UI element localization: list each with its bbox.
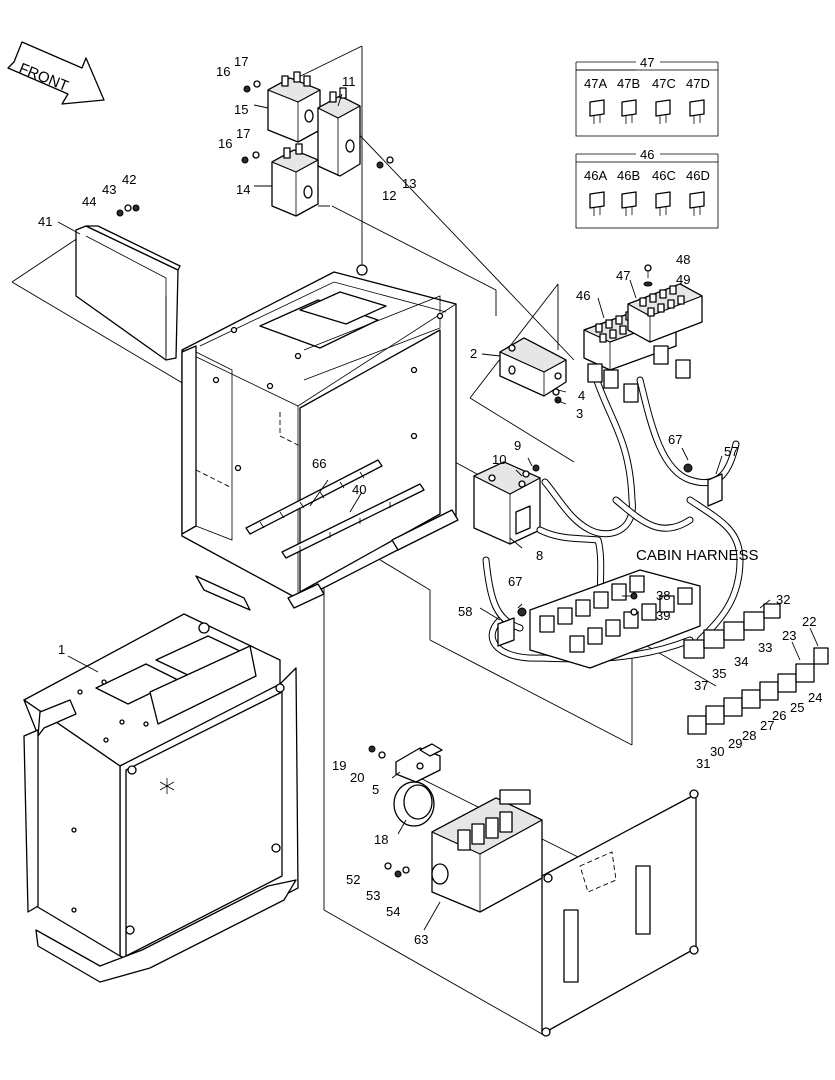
callout-27: 27 bbox=[760, 718, 774, 733]
callout-67-lower: 67 bbox=[508, 574, 522, 589]
callout-47-box: 47 bbox=[640, 55, 654, 70]
fuse-label-46b: 46B bbox=[617, 168, 640, 183]
callout-67-upper: 67 bbox=[668, 432, 682, 447]
callout-42: 42 bbox=[122, 172, 136, 187]
callout-1: 1 bbox=[58, 642, 65, 657]
callout-35: 35 bbox=[712, 666, 726, 681]
callout-38: 38 bbox=[656, 588, 670, 603]
callout-52: 52 bbox=[346, 872, 360, 887]
fuse-label-46a: 46A bbox=[584, 168, 607, 183]
buzzer-5 bbox=[395, 743, 443, 783]
callout-44: 44 bbox=[82, 194, 96, 209]
callout-46: 46 bbox=[576, 288, 590, 303]
housing-frame-upper bbox=[181, 264, 459, 611]
callout-43: 43 bbox=[102, 182, 116, 197]
callout-33: 33 bbox=[758, 640, 772, 655]
callout-4: 4 bbox=[578, 388, 585, 403]
callout-3: 3 bbox=[576, 406, 583, 421]
callout-37: 37 bbox=[694, 678, 708, 693]
callout-19: 19 bbox=[332, 758, 346, 773]
cabin-harness bbox=[482, 374, 744, 669]
control-box-1 bbox=[23, 613, 299, 983]
callout-8: 8 bbox=[536, 548, 543, 563]
callout-11: 11 bbox=[342, 74, 356, 89]
fuse-label-47a: 47A bbox=[584, 76, 607, 91]
fuse-icon bbox=[589, 99, 705, 124]
callout-48: 48 bbox=[676, 252, 690, 267]
callout-30: 30 bbox=[710, 744, 724, 759]
fuse-label-47c: 47C bbox=[652, 76, 676, 91]
callout-numbers: 1 2 3 4 5 8 9 10 11 12 13 14 15 16 16 17… bbox=[38, 54, 822, 947]
controller-8 bbox=[473, 461, 541, 545]
meter-18 bbox=[393, 781, 435, 827]
callout-2: 2 bbox=[470, 346, 477, 361]
callout-41: 41 bbox=[38, 214, 52, 229]
callout-9: 9 bbox=[514, 438, 521, 453]
callout-57: 57 bbox=[724, 444, 738, 459]
callout-40: 40 bbox=[352, 482, 366, 497]
callout-24: 24 bbox=[808, 690, 822, 705]
callout-17-lower: 17 bbox=[236, 126, 250, 141]
fuse-label-47d: 47D bbox=[686, 76, 710, 91]
relay-15 bbox=[267, 71, 321, 143]
callout-34: 34 bbox=[734, 654, 748, 669]
callout-63: 63 bbox=[414, 932, 428, 947]
screw-icon bbox=[368, 745, 410, 878]
callout-28: 28 bbox=[742, 728, 756, 743]
callout-29: 29 bbox=[728, 736, 742, 751]
callout-32: 32 bbox=[776, 592, 790, 607]
fuse-label-46c: 46C bbox=[652, 168, 676, 183]
relay-row-upper bbox=[683, 603, 781, 659]
snowflake-icon bbox=[159, 778, 175, 794]
callout-54: 54 bbox=[386, 904, 400, 919]
bracket-40 bbox=[281, 483, 425, 559]
controller-2 bbox=[499, 337, 567, 404]
screw-icon bbox=[116, 80, 394, 217]
callout-20: 20 bbox=[350, 770, 364, 785]
harness-connector-grid bbox=[539, 575, 693, 653]
callout-13: 13 bbox=[402, 176, 416, 191]
harness-label: CABIN HARNESS bbox=[636, 547, 759, 564]
cover-plate-41 bbox=[75, 225, 181, 361]
callout-18: 18 bbox=[374, 832, 388, 847]
callout-31: 31 bbox=[696, 756, 710, 771]
callout-23: 23 bbox=[782, 628, 796, 643]
callout-66: 66 bbox=[312, 456, 326, 471]
callout-39: 39 bbox=[656, 608, 670, 623]
fuse-label-46d: 46D bbox=[686, 168, 710, 183]
callout-15: 15 bbox=[234, 102, 248, 117]
callout-5: 5 bbox=[372, 782, 379, 797]
callout-17-upper: 17 bbox=[234, 54, 248, 69]
screw-icon bbox=[643, 264, 653, 287]
fuse-kit-46: 46 46A 46B 46C 46D bbox=[575, 147, 719, 229]
callout-25: 25 bbox=[790, 700, 804, 715]
fuse-block-47 bbox=[627, 283, 703, 379]
callout-26: 26 bbox=[772, 708, 786, 723]
fuse-block-46 bbox=[583, 305, 677, 403]
front-arrow: FRONT bbox=[7, 41, 105, 105]
callout-22: 22 bbox=[802, 614, 816, 629]
relay-11 bbox=[317, 87, 361, 177]
callout-14: 14 bbox=[236, 182, 250, 197]
callout-49: 49 bbox=[676, 272, 690, 287]
relay-row-lower bbox=[687, 647, 829, 735]
callout-47: 47 bbox=[616, 268, 630, 283]
callout-10: 10 bbox=[492, 452, 506, 467]
fuse-icon bbox=[589, 191, 705, 216]
callout-46-box: 46 bbox=[640, 147, 654, 162]
callout-leaders bbox=[57, 93, 819, 931]
fuse-label-47b: 47B bbox=[617, 76, 640, 91]
callout-16-upper: 16 bbox=[216, 64, 230, 79]
callout-16-lower: 16 bbox=[218, 136, 232, 151]
callout-53: 53 bbox=[366, 888, 380, 903]
relay-14 bbox=[271, 143, 319, 217]
fuse-kit-47: 47 47A 47B 47C 47D bbox=[575, 55, 719, 137]
callout-12: 12 bbox=[382, 188, 396, 203]
mounting-panel bbox=[541, 789, 699, 1037]
ecu-63 bbox=[431, 789, 543, 913]
callout-58: 58 bbox=[458, 604, 472, 619]
bracket-66 bbox=[245, 459, 383, 535]
